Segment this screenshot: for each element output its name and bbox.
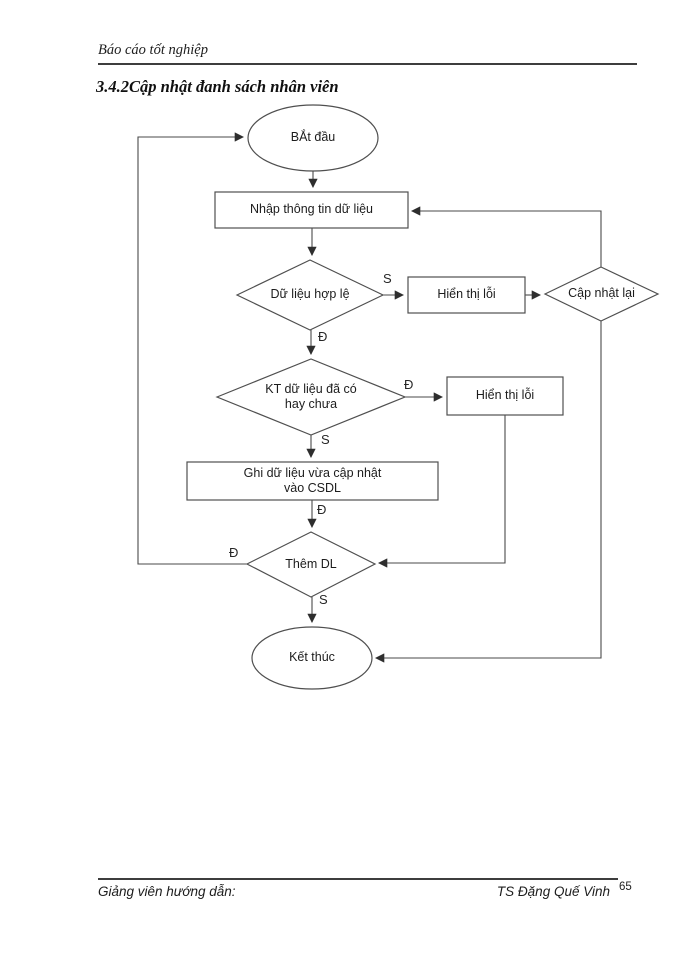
- connector-update-again-to-end: [374, 321, 602, 663]
- start-ellipse: [247, 104, 379, 172]
- connector-update-again-to-input: [410, 206, 602, 267]
- write-db-rect: [186, 461, 439, 501]
- section-title: 3.4.2Cập nhật đanh sách nhân viên: [96, 77, 339, 96]
- end-ellipse: [251, 626, 373, 690]
- show-error-2-rect: [446, 376, 564, 416]
- show-error-1-rect: [407, 276, 526, 314]
- footer-advisor-label: Giảng viên hướng dẫn:: [98, 884, 236, 899]
- footer-rule: [98, 878, 618, 880]
- header-rule: [98, 63, 637, 65]
- input-rect: [214, 191, 409, 229]
- exist-check-diamond: [215, 358, 407, 436]
- connector-add-d-loop-to-start: [137, 132, 247, 565]
- flowchart-shapes: [186, 104, 660, 690]
- valid-check-diamond: [235, 259, 385, 331]
- page-header-title: Báo cáo tốt nghiệp: [98, 42, 208, 58]
- flowchart-connectors: [137, 132, 602, 663]
- update-again-diamond: [543, 266, 660, 322]
- add-more-diamond: [245, 531, 377, 598]
- footer-advisor-name: TS Đặng Quế Vinh: [496, 884, 610, 899]
- footer-page-number: 65: [619, 881, 632, 893]
- connector-error2-to-add-more: [377, 415, 506, 568]
